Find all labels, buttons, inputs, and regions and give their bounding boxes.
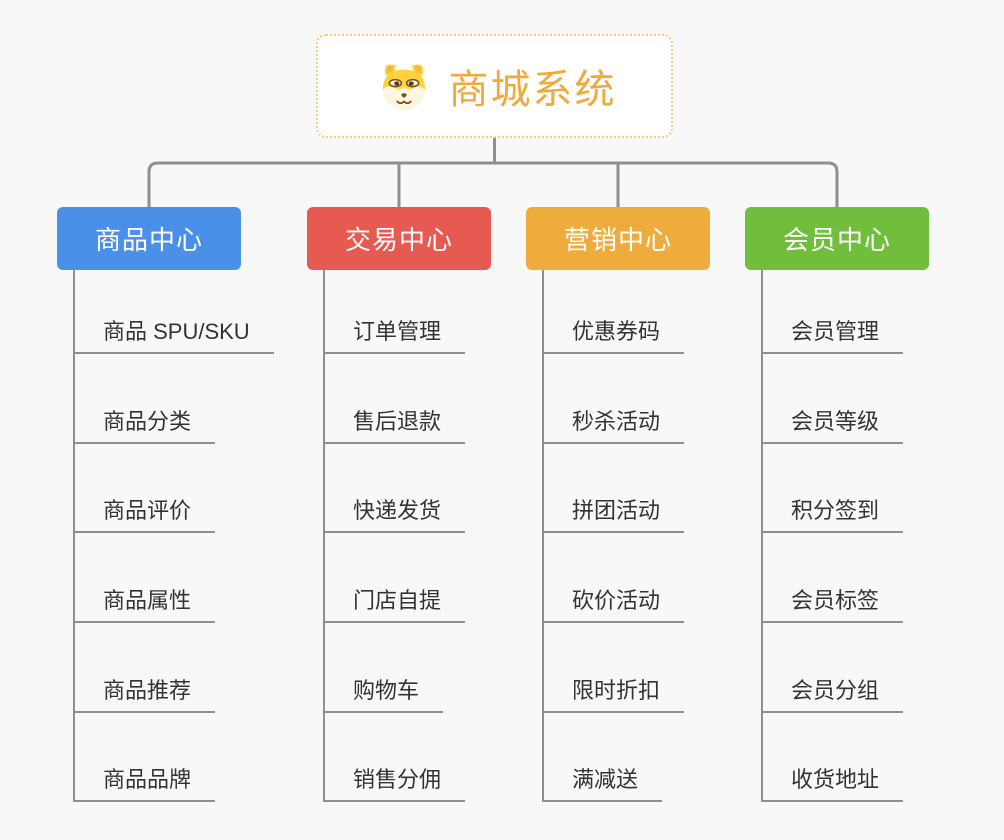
node-member-tag[interactable]: 会员标签 [761,586,904,623]
node-product-recommend[interactable]: 商品推荐 [73,676,216,713]
node-bargain-activity[interactable]: 砍价活动 [542,586,685,623]
branch-trunk-line [73,270,75,802]
branch-bus-line [147,161,839,208]
node-full-reduction[interactable]: 满减送 [542,765,663,802]
node-express-delivery[interactable]: 快递发货 [323,496,466,533]
branch-trunk-line [542,270,544,802]
node-product-attribute[interactable]: 商品属性 [73,586,216,623]
node-member-group[interactable]: 会员分组 [761,676,904,713]
node-coupon-code[interactable]: 优惠券码 [542,317,685,354]
branch-header-trade-center[interactable]: 交易中心 [307,207,491,270]
node-product-category[interactable]: 商品分类 [73,407,216,444]
branch-header-marketing-center[interactable]: 营销中心 [526,207,710,270]
node-shopping-cart[interactable]: 购物车 [323,676,444,713]
branch-header-product-center[interactable]: 商品中心 [57,207,241,270]
root-node[interactable]: 商城系统 [316,34,673,138]
node-aftersale-refund[interactable]: 售后退款 [323,407,466,444]
node-member-level[interactable]: 会员等级 [761,407,904,444]
root-title: 商城系统 [448,68,617,112]
dog-face-icon [382,64,425,111]
branch-trade-center: 交易中心 订单管理 售后退款 快递发货 门店自提 购物车 销售分佣 [307,207,557,807]
node-order-management[interactable]: 订单管理 [323,317,466,354]
node-flash-sale[interactable]: 秒杀活动 [542,407,685,444]
node-product-review[interactable]: 商品评价 [73,496,216,533]
branch-product-center: 商品中心 商品 SPU/SKU 商品分类 商品评价 商品属性 商品推荐 商品品牌 [57,207,307,807]
branch-trunk-line [323,270,325,802]
node-member-management[interactable]: 会员管理 [761,317,904,354]
node-store-pickup[interactable]: 门店自提 [323,586,466,623]
node-product-brand[interactable]: 商品品牌 [73,765,216,802]
branch-trunk-line [761,270,763,802]
branch-marketing-center: 营销中心 优惠券码 秒杀活动 拼团活动 砍价活动 限时折扣 满减送 [526,207,776,807]
node-group-buy[interactable]: 拼团活动 [542,496,685,533]
node-sales-commission[interactable]: 销售分佣 [323,765,466,802]
node-points-checkin[interactable]: 积分签到 [761,496,904,533]
node-limited-time-discount[interactable]: 限时折扣 [542,676,685,713]
branch-header-member-center[interactable]: 会员中心 [745,207,929,270]
node-shipping-address[interactable]: 收货地址 [761,765,904,802]
node-product-spu-sku[interactable]: 商品 SPU/SKU [73,317,274,354]
branch-member-center: 会员中心 会员管理 会员等级 积分签到 会员标签 会员分组 收货地址 [745,207,995,807]
